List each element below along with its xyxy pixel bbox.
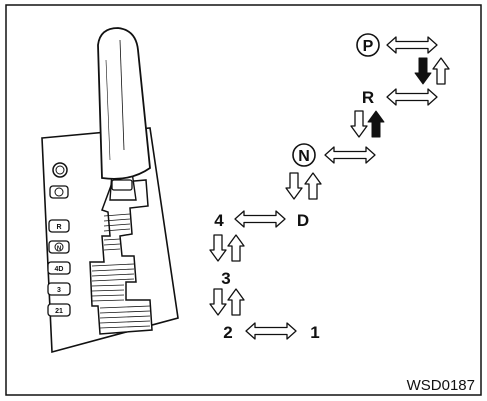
- gate-hatching: [91, 213, 151, 329]
- indicator-lamp: [52, 162, 68, 178]
- arrow-r-side: [386, 88, 438, 106]
- arrow-n-to-d: [285, 172, 303, 200]
- arrow-n-to-r: [367, 110, 385, 138]
- indicator-3: 3: [47, 282, 71, 296]
- arrow-d-to-n: [304, 172, 322, 200]
- svg-text:R: R: [56, 224, 61, 231]
- indicator-21: 21: [47, 303, 71, 317]
- position-r: R: [362, 88, 374, 107]
- svg-text:N: N: [298, 148, 310, 165]
- indicator-p: [49, 185, 69, 199]
- svg-text:P: P: [363, 38, 374, 55]
- arrow-4-d: [234, 210, 286, 228]
- position-p: P: [356, 33, 380, 57]
- arrow-3-to-2: [209, 288, 227, 316]
- shift-lever-illustration: R N 4D 3 21: [41, 27, 179, 354]
- lever-button: [111, 179, 133, 191]
- lever-knob: [97, 27, 151, 180]
- arrow-r-to-p: [432, 57, 450, 85]
- indicator-r: R: [48, 219, 70, 233]
- svg-text:N: N: [57, 246, 61, 252]
- svg-text:21: 21: [55, 308, 63, 315]
- position-2: 2: [223, 323, 232, 342]
- position-3: 3: [221, 269, 230, 288]
- svg-text:3: 3: [57, 287, 61, 294]
- position-1: 1: [310, 323, 319, 342]
- arrow-p-side: [386, 36, 438, 54]
- svg-text:4D: 4D: [55, 266, 64, 273]
- indicator-n: N: [48, 240, 70, 254]
- position-4: 4: [214, 211, 224, 230]
- position-n: N: [292, 143, 316, 167]
- arrow-p-to-r: [414, 57, 432, 85]
- arrow-n-side: [324, 146, 376, 164]
- arrow-4-to-3: [209, 234, 227, 262]
- arrow-3-to-4: [227, 234, 245, 262]
- arrow-r-to-n: [350, 110, 368, 138]
- arrow-2-to-3: [227, 288, 245, 316]
- position-d: D: [297, 211, 309, 230]
- indicator-4d: 4D: [47, 261, 71, 275]
- arrow-2-1: [245, 322, 297, 340]
- figure-code: WSD0187: [407, 377, 475, 394]
- figure-frame: [5, 4, 482, 396]
